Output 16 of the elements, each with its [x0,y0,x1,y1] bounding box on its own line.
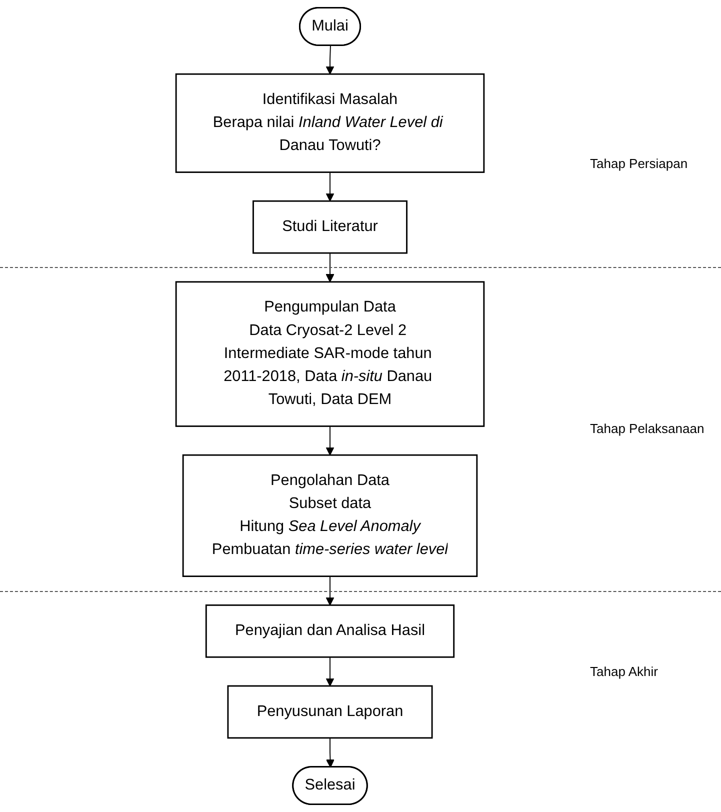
node-box: Pengumpulan Data Data Cryosat-2 Level 2 Intermediate SAR-mode tahun 2011-2018, Data in-situ Danau Towuti, Data DEM [175,281,485,427]
stage-label: Tahap Pelaksanaan [590,421,704,436]
stage-label: Tahap Persiapan [590,156,688,171]
arrow [326,252,334,282]
node-box: Pengolahan Data Subset data Hitung Sea Level Anomaly Pembuatan time-series water level [182,454,478,578]
stage-label: Tahap Akhir [590,664,658,679]
node-box: Studi Literatur [252,200,408,254]
arrow [326,45,334,74]
arrow [326,656,334,686]
arrow [326,737,334,768]
arrow [326,426,334,456]
node-box: Penyusunan Laporan [227,685,433,739]
node-box: Identifikasi Masalah Berapa nilai Inland Water Level di Danau Towuti? [175,73,485,173]
arrow [326,576,334,606]
arrow [326,172,334,202]
node-box: Penyajian dan Analisa Hasil [205,604,455,658]
